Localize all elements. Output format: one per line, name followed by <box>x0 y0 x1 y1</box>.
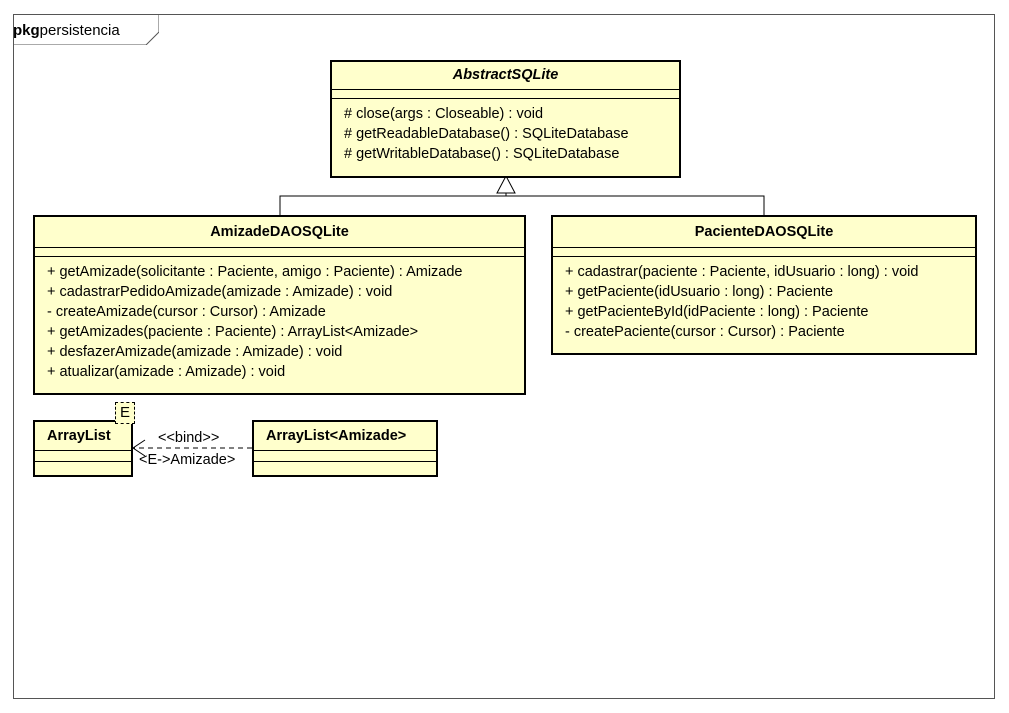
class-arraylist-amizade[interactable]: ArrayList<Amizade> <box>252 420 438 477</box>
operation: + cadastrar(paciente : Paciente, idUsuar… <box>565 264 919 280</box>
operation: + desfazerAmizade(amizade : Amizade) : v… <box>47 344 343 360</box>
operations-compartment: + cadastrar(paciente : Paciente, idUsuar… <box>553 257 975 342</box>
class-amizade-dao-sqlite[interactable]: AmizadeDAOSQLite + getAmizade(solicitant… <box>33 215 526 395</box>
class-name: ArrayList <box>35 422 131 451</box>
package-label[interactable]: pkgpersistencia <box>13 22 120 39</box>
attributes-compartment <box>553 248 975 257</box>
class-paciente-dao-sqlite[interactable]: PacienteDAOSQLite + cadastrar(paciente :… <box>551 215 977 355</box>
operations-compartment: # close(args : Closeable) : void # getRe… <box>332 99 679 164</box>
operations-compartment: + getAmizade(solicitante : Paciente, ami… <box>35 257 524 382</box>
operation: - createPaciente(cursor : Cursor) : Paci… <box>565 324 845 340</box>
package-keyword: pkg <box>13 22 40 39</box>
generalization-paciente-edge <box>506 195 765 216</box>
class-arraylist[interactable]: ArrayList <box>33 420 133 477</box>
bind-dependency-arrowhead <box>132 439 146 457</box>
operation: + getPacienteById(idPaciente : long) : P… <box>565 304 869 320</box>
generalization-arrowhead <box>496 174 516 194</box>
bind-substitution-label: <E->Amizade> <box>139 452 236 468</box>
generalization-amizade-edge <box>279 195 506 216</box>
operation: # getWritableDatabase() : SQLiteDatabase <box>344 146 620 162</box>
package-name: persistencia <box>39 22 120 39</box>
attributes-compartment <box>35 248 524 257</box>
bind-stereotype-label: <<bind>> <box>158 430 220 446</box>
class-name: AmizadeDAOSQLite <box>35 217 524 248</box>
operation: # close(args : Closeable) : void <box>344 106 544 122</box>
class-name: PacienteDAOSQLite <box>553 217 975 248</box>
package-frame <box>13 14 995 699</box>
attributes-compartment <box>254 451 436 462</box>
operation: # getReadableDatabase() : SQLiteDatabase <box>344 126 629 142</box>
attributes-compartment <box>332 90 679 99</box>
class-abstract-sqlite[interactable]: AbstractSQLite # close(args : Closeable)… <box>330 60 681 178</box>
operations-compartment <box>254 462 436 472</box>
template-parameter-box[interactable]: E <box>115 402 135 424</box>
package-tab <box>13 14 159 45</box>
operation: + atualizar(amizade : Amizade) : void <box>47 364 286 380</box>
class-name: ArrayList<Amizade> <box>254 422 436 451</box>
operation: + cadastrarPedidoAmizade(amizade : Amiza… <box>47 284 393 300</box>
class-name: AbstractSQLite <box>332 62 679 90</box>
package-tab-outline <box>13 14 159 45</box>
operation: + getAmizade(solicitante : Paciente, ami… <box>47 264 463 280</box>
operations-compartment <box>35 462 131 472</box>
operation: + getPaciente(idUsuario : long) : Pacien… <box>565 284 834 300</box>
attributes-compartment <box>35 451 131 462</box>
operation: - createAmizade(cursor : Cursor) : Amiza… <box>47 304 326 320</box>
operation: + getAmizades(paciente : Paciente) : Arr… <box>47 324 419 340</box>
